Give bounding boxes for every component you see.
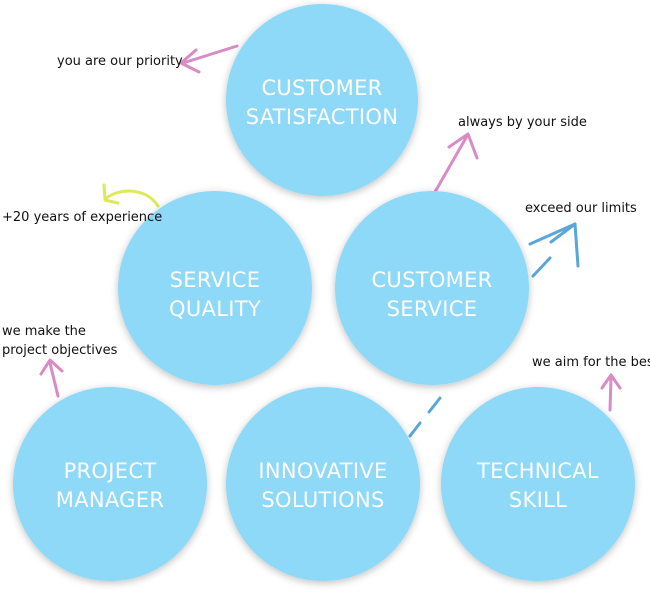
note-priority: you are our priority <box>57 54 183 69</box>
arrow-priority <box>179 44 239 74</box>
circle-innovative-solutions: INNOVATIVE SOLUTIONS <box>226 387 420 581</box>
circle-label: CUSTOMER <box>371 268 492 292</box>
circle-label: SERVICE <box>170 268 261 292</box>
circle-customer-service: CUSTOMER SERVICE <box>335 191 529 385</box>
circle-technical-skill: TECHNICAL SKILL <box>441 387 635 581</box>
circle-label: QUALITY <box>169 297 261 321</box>
arrow-best <box>600 373 622 412</box>
circle-label: SERVICE <box>387 297 478 321</box>
arrow-side <box>433 132 479 194</box>
note-limits: exceed our limits <box>525 201 637 216</box>
arrow-limits-dashed <box>528 222 580 278</box>
arrow-objectives <box>39 358 64 398</box>
circle-customer-satisfaction: CUSTOMER SATISFACTION <box>226 4 418 196</box>
circle-label: SKILL <box>509 488 567 512</box>
circle-label: TECHNICAL <box>476 459 599 483</box>
arrow-experience <box>102 183 160 208</box>
circle-label: INNOVATIVE <box>258 459 387 483</box>
note-side: always by your side <box>458 115 587 130</box>
circle-label: CUSTOMER <box>261 76 382 100</box>
note-experience: +20 years of experience <box>2 210 162 225</box>
note-best: we aim for the best <box>532 355 650 370</box>
circle-label: SATISFACTION <box>246 105 398 129</box>
circle-label: SOLUTIONS <box>261 488 384 512</box>
circle-label: PROJECT <box>64 459 157 483</box>
circle-project-manager: PROJECT MANAGER <box>13 387 207 581</box>
note-objectives-line1: we make the <box>2 324 86 339</box>
circle-service-quality: SERVICE QUALITY <box>118 191 312 385</box>
arrow-limits-dashed-lower <box>408 396 442 438</box>
circle-label: MANAGER <box>56 488 164 512</box>
note-objectives-line2: project objectives <box>2 343 118 358</box>
